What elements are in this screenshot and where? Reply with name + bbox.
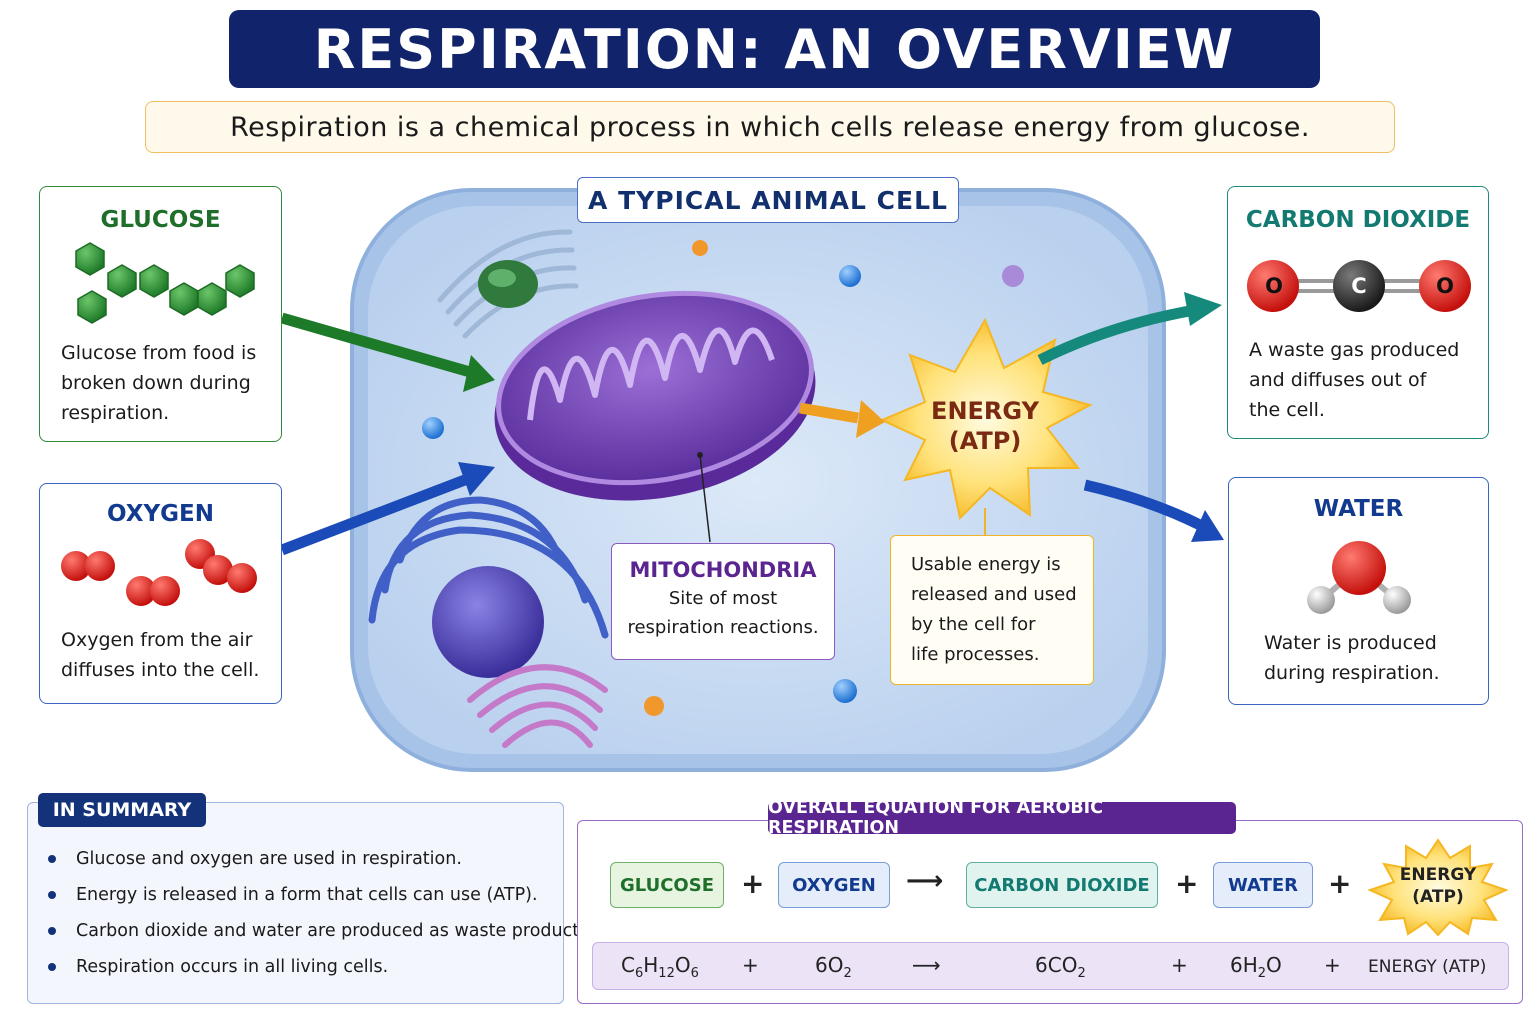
- cell-label: A TYPICAL ANIMAL CELL: [577, 177, 959, 223]
- formula-arrow: ⟶: [912, 953, 941, 977]
- equation-energy-burst: [1368, 838, 1508, 936]
- mitochondria-title: MITOCHONDRIA: [629, 558, 817, 582]
- green-organelle-highlight: [488, 269, 516, 287]
- subtitle-box: Respiration is a chemical process in whi…: [145, 101, 1395, 153]
- vesicle-blue: [422, 417, 444, 439]
- energy-description: Usable energy is released and used by th…: [911, 554, 1077, 665]
- atom-o-left: O: [1265, 274, 1283, 298]
- carbon-dioxide-description: A waste gas produced and diffuses out of…: [1249, 339, 1460, 421]
- oxygen-card: OXYGEN Oxygen from the air diffuses into…: [39, 483, 282, 704]
- co2-molecule-icon: [1247, 260, 1471, 312]
- water-title: WATER: [1313, 496, 1404, 522]
- atom-o-right: O: [1436, 274, 1454, 298]
- formula-plus: +: [742, 953, 759, 977]
- water-description: Water is produced during respiration.: [1264, 632, 1440, 684]
- vesicle-blue: [839, 265, 861, 287]
- equation-plus: +: [1328, 867, 1352, 900]
- mitochondria-label: MITOCHONDRIA Site of most respiration re…: [611, 543, 835, 660]
- formula-oxygen: 6O2: [815, 953, 852, 981]
- oxygen-arrow: [280, 472, 472, 556]
- summary-box: [27, 802, 564, 1004]
- formula-bar: [592, 942, 1509, 990]
- formula-water: 6H2O: [1230, 953, 1282, 981]
- formula-energy: ENERGY (ATP): [1368, 957, 1487, 977]
- oxygen-molecule-icon: [61, 539, 257, 606]
- summary-item: Respiration occurs in all living cells.: [48, 957, 388, 977]
- glucose-title: GLUCOSE: [100, 207, 221, 233]
- summary-item: Glucose and oxygen are used in respirati…: [48, 849, 462, 869]
- equation-glucose: GLUCOSE: [610, 862, 724, 908]
- equation-arrow: ⟶: [906, 866, 944, 896]
- bullet-icon: [48, 855, 56, 863]
- carbon-dioxide-card: CARBON DIOXIDE O C O A waste gas produce…: [1227, 186, 1489, 439]
- formula-plus: +: [1324, 953, 1341, 977]
- equation-energy: ENERGY (ATP): [1399, 865, 1477, 907]
- energy-description-card: Usable energy is released and used by th…: [890, 535, 1094, 685]
- summary-item: Energy is released in a form that cells …: [48, 885, 538, 905]
- oxygen-title: OXYGEN: [107, 501, 214, 527]
- co2-arrow: [1037, 304, 1196, 365]
- bullet-icon: [48, 891, 56, 899]
- water-arrow: [1083, 479, 1203, 530]
- atom-c: C: [1351, 274, 1367, 298]
- equation-water: WATER: [1213, 862, 1313, 908]
- vesicle-orange: [692, 240, 708, 256]
- equation-plus: +: [741, 867, 765, 900]
- glucose-description: Glucose from food is broken down during …: [61, 342, 257, 424]
- glucose-card: GLUCOSE Glucose from food is broken down…: [39, 186, 282, 442]
- water-card: WATER Water is produced during respirati…: [1228, 477, 1489, 705]
- vesicle-purple: [1002, 265, 1024, 287]
- summary-heading: IN SUMMARY: [38, 793, 206, 827]
- energy-burst-label: ENERGY (ATP): [931, 397, 1039, 455]
- subtitle-text: Respiration is a chemical process in whi…: [230, 111, 1310, 143]
- equation-carbon-dioxide: CARBON DIOXIDE: [966, 862, 1158, 908]
- glucose-arrow: [280, 312, 472, 378]
- endoplasmic-reticulum: [368, 496, 609, 639]
- bullet-icon: [48, 927, 56, 935]
- formula-glucose: C6H12O6: [621, 953, 699, 981]
- glucose-molecule-icon: [75, 242, 255, 324]
- equation-heading: OVERALL EQUATION FOR AEROBIC RESPIRATION: [768, 798, 1236, 838]
- energy-burst: [879, 317, 1093, 521]
- atp-arrow: [799, 402, 859, 424]
- oxygen-description: Oxygen from the air diffuses into the ce…: [61, 629, 260, 681]
- golgi-body: [467, 664, 608, 748]
- formula-co2: 6CO2: [1035, 953, 1086, 981]
- equation-oxygen: OXYGEN: [778, 862, 890, 908]
- water-molecule-icon: [1307, 541, 1411, 614]
- nucleus: [432, 566, 544, 678]
- mitochondria-description: Site of most respiration reactions.: [627, 588, 819, 638]
- page-title: RESPIRATION: AN OVERVIEW: [313, 17, 1236, 81]
- summary-item: Carbon dioxide and water are produced as…: [48, 921, 594, 941]
- title-banner: RESPIRATION: AN OVERVIEW: [229, 10, 1320, 88]
- formula-plus: +: [1171, 953, 1188, 977]
- vesicle-orange: [644, 696, 664, 716]
- carbon-dioxide-title: CARBON DIOXIDE: [1245, 207, 1471, 233]
- bullet-icon: [48, 963, 56, 971]
- mitochondrion: [494, 290, 816, 501]
- vesicle-blue: [833, 679, 857, 703]
- equation-plus: +: [1175, 867, 1199, 900]
